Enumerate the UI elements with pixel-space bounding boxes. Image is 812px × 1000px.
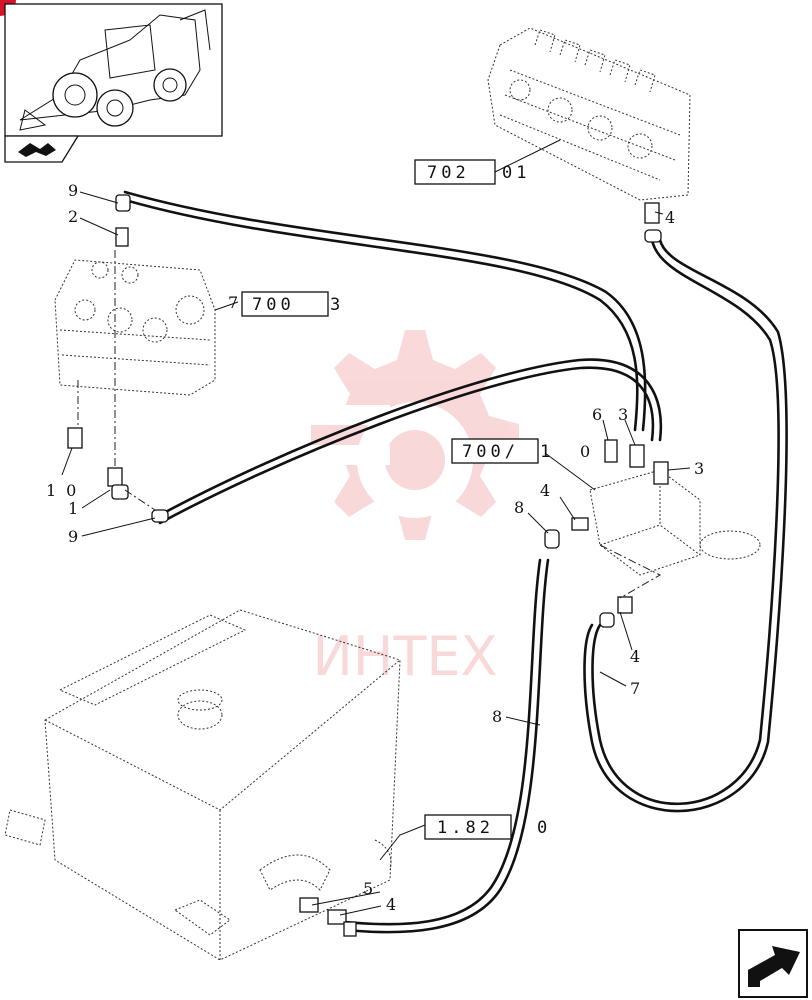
hose-9 [123,190,647,432]
callout-10: 10 [46,481,86,500]
callout-1: 1 [68,499,78,518]
svg-text:0: 0 [580,442,590,461]
svg-text:3: 3 [330,295,344,315]
hose-8 [343,558,550,934]
callout-4d: 4 [386,895,396,914]
callout-4: 4 [665,208,675,227]
svg-text:1: 1 [540,442,554,462]
connection-line-d [599,544,662,599]
ref-box-700-03: 700 3 [241,291,344,317]
callout-7: 7 [228,293,238,312]
valve-block [589,469,761,576]
hydraulic-section-icon[interactable] [4,135,80,163]
svg-text:01: 01 [502,163,530,183]
loader-backhoe-thumbnail [4,3,223,137]
ref-box-1-82: 1.82 0 [424,814,551,840]
control-valve-main [487,27,691,201]
callout-4c: 4 [630,647,640,666]
next-page-arrow-icon[interactable] [738,929,808,998]
callout-8: 8 [514,498,524,517]
watermark-logo [280,330,519,540]
hose-9b [158,358,663,525]
hose-7 [583,238,788,813]
ref-box-702: 702 01 [414,159,530,185]
callout-9b: 9 [68,527,78,546]
control-valve-left [54,259,216,396]
connection-line-c [124,489,156,511]
svg-text:700/: 700/ [462,442,519,462]
callout-5: 5 [363,879,373,898]
watermark-text: ИНТЕХ [312,625,497,688]
svg-text:1.82: 1.82 [437,818,494,838]
svg-text:0: 0 [537,818,551,838]
svg-text:702: 702 [427,163,470,183]
callout-6: 6 [592,405,602,424]
callout-9: 9 [68,181,78,200]
hydraulic-tank [4,609,401,961]
callout-4b: 4 [540,481,550,500]
callout-7b: 7 [630,679,640,698]
callouts: 9 2 7 10 1 9 4 6 3 3 8 4 4 7 8 5 4 [46,181,704,914]
svg-text:700: 700 [252,295,295,315]
leader-lines [61,139,691,916]
callout-2: 2 [68,207,78,226]
callout-3: 3 [618,405,628,424]
callout-3b: 3 [694,459,704,478]
callout-8b: 8 [492,707,502,726]
fittings [67,194,669,937]
ref-box-700-1: 700/ 1 0 [451,438,590,464]
